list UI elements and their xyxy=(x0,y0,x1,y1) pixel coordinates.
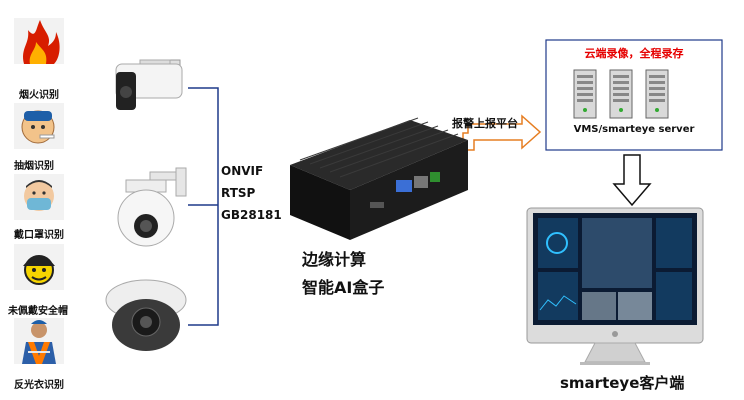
client-monitor-icon xyxy=(526,207,704,365)
protocol-onvif: ONVIF xyxy=(221,164,264,178)
fire-detection-thumb xyxy=(14,18,64,64)
mask-detection-thumb xyxy=(14,174,64,220)
ptz-camera-icon xyxy=(117,167,187,247)
alarm-report-label: 报警上报平台 xyxy=(452,117,518,130)
protocol-rtsp: RTSP xyxy=(221,186,256,200)
edge-box-title-line2: 智能AI盒子 xyxy=(302,278,385,297)
detection-label-mask: 戴口罩识别 xyxy=(14,230,64,241)
server-tower-icons xyxy=(573,69,669,119)
edge-ai-box-icon xyxy=(290,117,468,240)
camera-connector-lines xyxy=(188,87,219,326)
detection-label-vest: 反光衣识别 xyxy=(14,380,64,391)
detection-label-hardhat: 未佩戴安全帽 xyxy=(8,306,68,317)
vms-server-label: VMS/smarteye server xyxy=(573,124,695,135)
alarm-arrow-icon xyxy=(462,114,542,151)
down-arrow-icon xyxy=(612,154,652,207)
hardhat-detection-thumb xyxy=(14,244,64,290)
smoking-detection-thumb xyxy=(14,103,64,149)
client-label: smarteye客户端 xyxy=(560,374,685,392)
cloud-recording-title: 云端录像，全程录存 xyxy=(584,47,684,60)
detection-label-fire: 烟火识别 xyxy=(19,90,59,101)
edge-box-title-line1: 边缘计算 xyxy=(302,250,367,269)
detection-label-smoking: 抽烟识别 xyxy=(14,161,54,172)
vest-detection-thumb xyxy=(14,318,64,364)
protocol-gb28181: GB28181 xyxy=(221,208,282,222)
dome-camera-icon xyxy=(105,279,187,351)
bullet-camera-icon xyxy=(115,59,183,110)
